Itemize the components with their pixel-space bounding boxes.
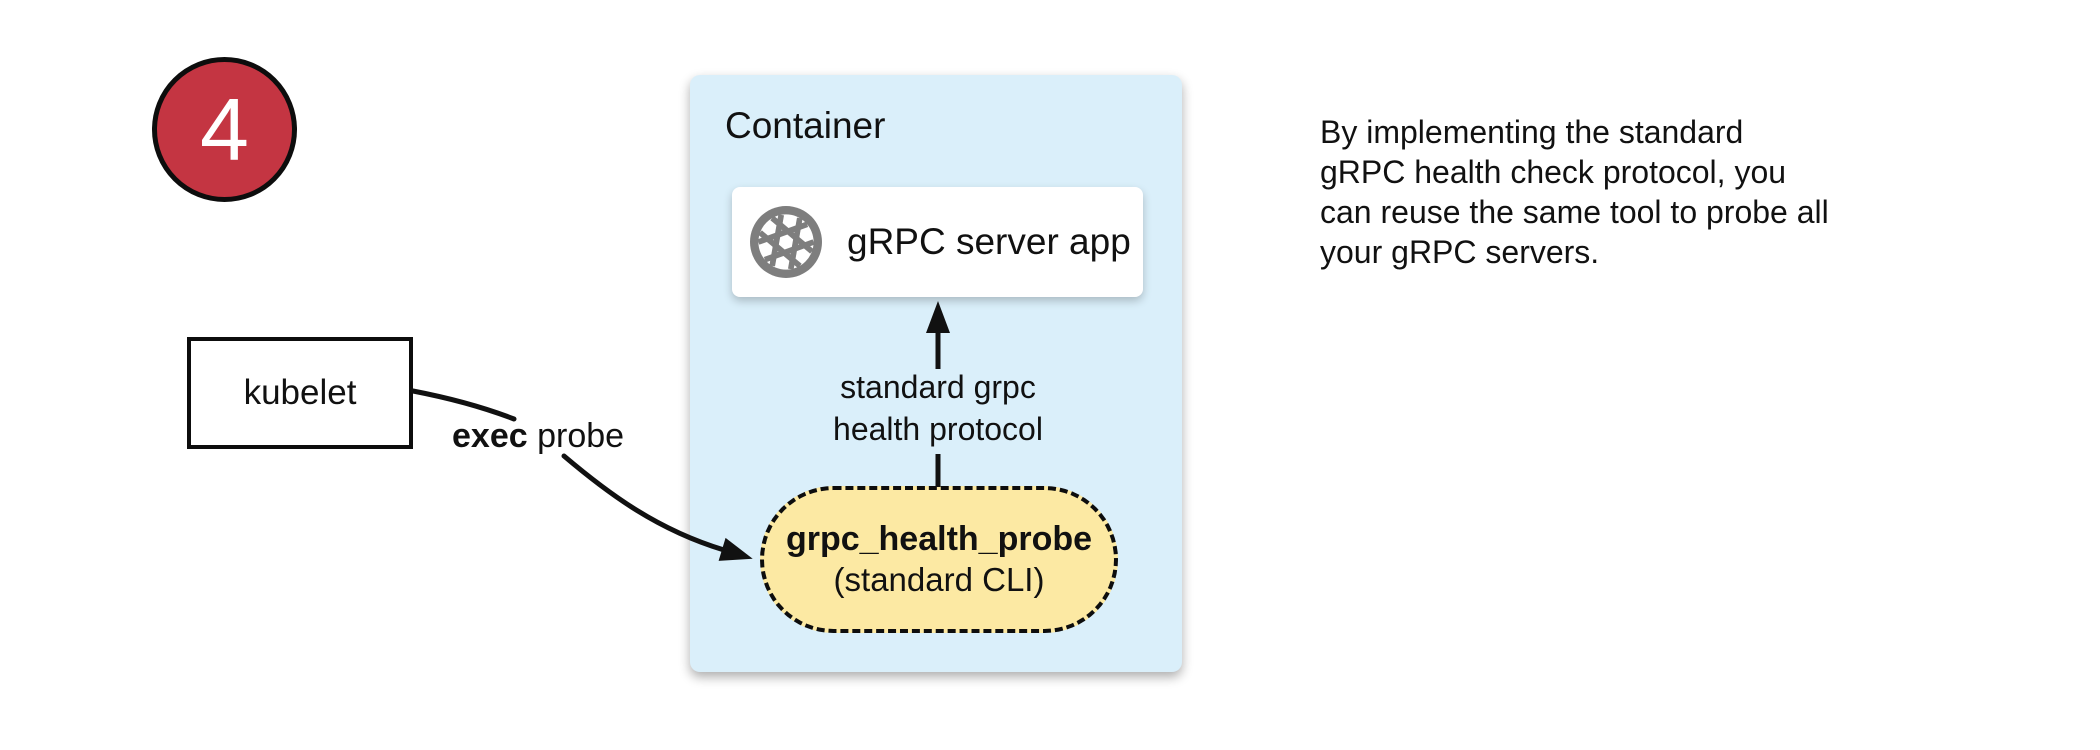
- protocol-arrow-label: standard grpc health protocol: [833, 369, 1043, 447]
- kubelet-box: kubelet: [187, 337, 413, 449]
- probe-pill-subtitle: (standard CLI): [833, 561, 1045, 599]
- exec-probe-arrow-upper: [410, 388, 517, 422]
- grpc-server-box: gRPC server app: [732, 187, 1143, 297]
- exec-probe-label-bold: exec: [452, 417, 528, 455]
- grpc-aperture-icon: [750, 206, 822, 278]
- step-number: 4: [200, 79, 249, 179]
- exec-probe-label: exec probe: [452, 417, 625, 455]
- kubelet-label: kubelet: [243, 373, 357, 412]
- step-number-badge: 4: [152, 57, 297, 202]
- container-title: Container: [725, 105, 886, 146]
- exec-probe-label-rest: probe: [527, 417, 625, 455]
- grpc-server-label: gRPC server app: [847, 221, 1131, 262]
- grpc-health-probe-pill: grpc_health_probe (standard CLI): [760, 486, 1118, 633]
- probe-pill-title: grpc_health_probe: [785, 520, 1093, 559]
- annotation-text: By implementing the standard gRPC health…: [1320, 114, 1829, 270]
